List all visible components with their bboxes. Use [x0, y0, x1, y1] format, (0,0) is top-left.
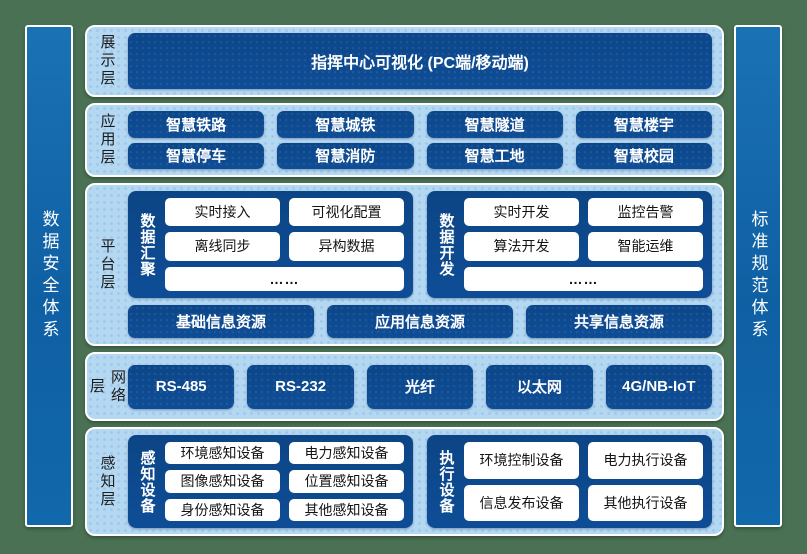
layer-application-content: 智慧铁路 智慧城铁 智慧隧道 智慧楼宇 智慧停车 智慧消防 智慧工地 智慧校园 [128, 111, 712, 169]
group-data-aggregation: 数据汇聚 实时接入 可视化配置 离线同步 异构数据 …… [128, 191, 413, 298]
app-box: 智慧停车 [128, 142, 265, 169]
network-box: 光纤 [366, 364, 474, 409]
platform-item: 算法开发 [464, 232, 579, 261]
app-box: 智慧铁路 [128, 111, 265, 138]
platform-item: 监控告警 [588, 198, 703, 227]
platform-item: 异构数据 [289, 232, 404, 261]
platform-item: 实时接入 [165, 198, 280, 227]
execution-device: 信息发布设备 [464, 484, 579, 521]
execution-device: 环境控制设备 [464, 442, 579, 479]
sensing-device: 其他感知设备 [289, 498, 404, 521]
platform-groups: 数据汇聚 实时接入 可视化配置 离线同步 异构数据 …… 数据开发 实时开发 [128, 191, 712, 298]
layer-platform-content: 数据汇聚 实时接入 可视化配置 离线同步 异构数据 …… 数据开发 实时开发 [128, 191, 712, 338]
layer-display: 展示层 指挥中心可视化 (PC端/移动端) [85, 25, 724, 97]
layer-network-label: 网络层 [88, 368, 126, 405]
sensing-device: 身份感知设备 [165, 498, 280, 521]
sidebar-standards: 标准规范体系 [734, 25, 782, 527]
resource-box: 共享信息资源 [526, 305, 712, 338]
platform-item-more: …… [464, 266, 703, 291]
group-sensing-devices: 感知设备 环境感知设备 电力感知设备 图像感知设备 位置感知设备 身份感知设备 … [128, 435, 413, 528]
group-data-development: 数据开发 实时开发 监控告警 算法开发 智能运维 …… [427, 191, 712, 298]
sidebar-data-security: 数据安全体系 [25, 25, 73, 527]
platform-resources: 基础信息资源 应用信息资源 共享信息资源 [128, 305, 712, 338]
network-box: RS-485 [128, 364, 235, 409]
layer-platform: 平台层 数据汇聚 实时接入 可视化配置 离线同步 异构数据 …… [85, 183, 724, 346]
group-sensing-devices-label: 感知设备 [138, 449, 156, 514]
group-execution-devices: 执行设备 环境控制设备 电力执行设备 信息发布设备 其他执行设备 [427, 435, 712, 528]
layer-display-content: 指挥中心可视化 (PC端/移动端) [128, 33, 712, 89]
platform-item-more: …… [165, 266, 404, 291]
layer-perception: 感知层 感知设备 环境感知设备 电力感知设备 图像感知设备 位置感知设备 身份感… [85, 427, 724, 536]
layer-application: 应用层 智慧铁路 智慧城铁 智慧隧道 智慧楼宇 智慧停车 智慧消防 智慧工地 智… [85, 103, 724, 177]
execution-devices-grid: 环境控制设备 电力执行设备 信息发布设备 其他执行设备 [464, 442, 703, 521]
group-execution-devices-label: 执行设备 [437, 449, 455, 514]
execution-device: 电力执行设备 [588, 442, 703, 479]
layer-platform-label: 平台层 [98, 237, 116, 292]
layers-column: 展示层 指挥中心可视化 (PC端/移动端) 应用层 智慧铁路 智慧城铁 智慧隧道… [85, 25, 724, 536]
perception-groups: 感知设备 环境感知设备 电力感知设备 图像感知设备 位置感知设备 身份感知设备 … [128, 435, 712, 528]
layer-perception-label: 感知层 [98, 454, 116, 509]
network-box: RS-232 [247, 364, 354, 409]
app-box: 智慧校园 [575, 142, 712, 169]
app-box: 智慧消防 [277, 142, 414, 169]
app-box: 智慧城铁 [277, 111, 414, 138]
sensing-device: 环境感知设备 [165, 442, 280, 465]
layer-network-content: RS-485 RS-232 光纤 以太网 4G/NB-IoT [128, 360, 713, 413]
sidebar-data-security-label: 数据安全体系 [39, 210, 59, 342]
network-row: RS-485 RS-232 光纤 以太网 4G/NB-IoT [128, 360, 713, 413]
sensing-devices-grid: 环境感知设备 电力感知设备 图像感知设备 位置感知设备 身份感知设备 其他感知设… [165, 442, 404, 521]
network-box: 以太网 [486, 364, 593, 409]
layer-network: 网络层 RS-485 RS-232 光纤 以太网 4G/NB-IoT [85, 352, 724, 421]
app-box: 智慧工地 [426, 142, 563, 169]
execution-device: 其他执行设备 [588, 484, 703, 521]
app-box: 智慧隧道 [426, 111, 563, 138]
network-box: 4G/NB-IoT [605, 364, 713, 409]
application-grid: 智慧铁路 智慧城铁 智慧隧道 智慧楼宇 智慧停车 智慧消防 智慧工地 智慧校园 [128, 111, 712, 169]
platform-item: 智能运维 [588, 232, 703, 261]
resource-box: 应用信息资源 [327, 305, 513, 338]
sensing-device: 电力感知设备 [289, 442, 404, 465]
platform-item: 实时开发 [464, 198, 579, 227]
group-data-development-label: 数据开发 [437, 212, 455, 277]
app-box: 智慧楼宇 [575, 111, 712, 138]
layer-display-label: 展示层 [98, 34, 116, 88]
layer-application-label: 应用层 [98, 113, 116, 167]
platform-item: 可视化配置 [289, 198, 404, 227]
group-data-aggregation-label: 数据汇聚 [138, 212, 156, 277]
data-aggregation-grid: 实时接入 可视化配置 离线同步 异构数据 …… [165, 198, 404, 291]
display-command-center-box: 指挥中心可视化 (PC端/移动端) [128, 33, 712, 89]
platform-item: 离线同步 [165, 232, 280, 261]
sensing-device: 图像感知设备 [165, 470, 280, 493]
sidebar-standards-label: 标准规范体系 [748, 210, 768, 342]
sensing-device: 位置感知设备 [289, 470, 404, 493]
layer-perception-content: 感知设备 环境感知设备 电力感知设备 图像感知设备 位置感知设备 身份感知设备 … [128, 435, 712, 528]
resource-box: 基础信息资源 [128, 305, 314, 338]
data-development-grid: 实时开发 监控告警 算法开发 智能运维 …… [464, 198, 703, 291]
